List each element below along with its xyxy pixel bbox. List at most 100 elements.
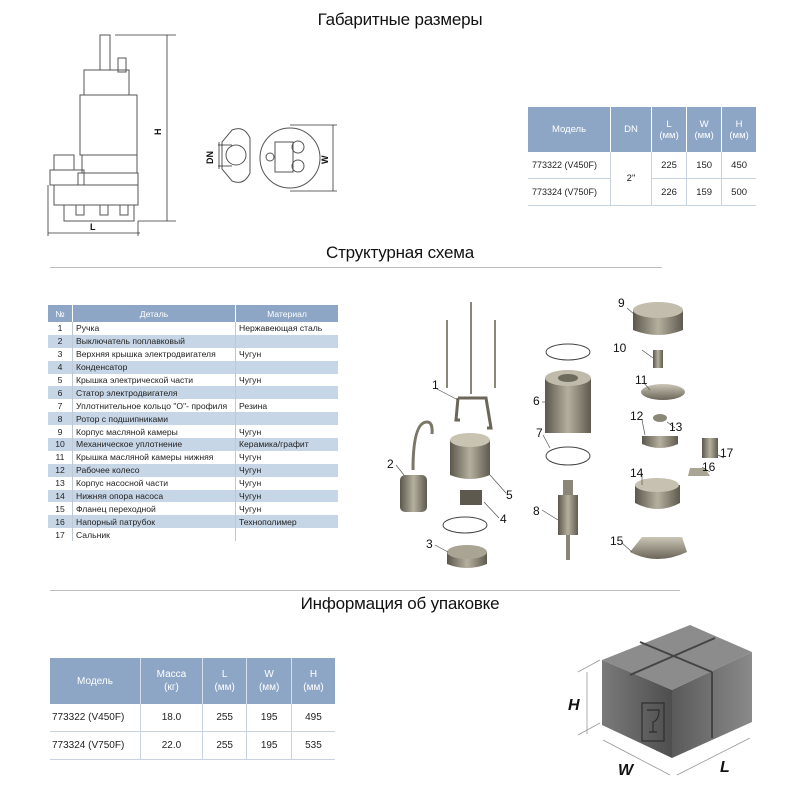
cell-w: 195: [246, 704, 292, 732]
part-4-capacitor: [460, 490, 482, 505]
cell-mass: 22.0: [140, 731, 203, 760]
cell-part: Ручка: [72, 322, 236, 335]
cell-material: Чугун: [235, 502, 338, 516]
cell-number: 13: [48, 476, 73, 490]
part-14-bottom-support: [630, 537, 687, 559]
cell-number: 1: [48, 322, 73, 335]
cell-model: 773324 (V750F): [50, 731, 141, 760]
header-h-unit: (мм): [303, 682, 324, 693]
cell-w: 159: [686, 178, 723, 206]
header-l: L(мм): [202, 658, 248, 704]
header-w-label: W: [264, 669, 274, 680]
callout-7: 7: [536, 426, 543, 440]
section-divider: [50, 590, 680, 591]
callout-13: 13: [669, 420, 683, 434]
callout-11: 11: [635, 373, 648, 387]
structure-section-title: Структурная схема: [326, 243, 474, 262]
cell-part: Статор электродвигателя: [72, 386, 236, 400]
cell-number: 6: [48, 386, 73, 400]
dimensions-section-title: Габаритные размеры: [317, 10, 483, 29]
callout-17: 17: [720, 446, 734, 460]
cell-material: [235, 334, 338, 348]
part-1-handle: [454, 396, 493, 430]
header-mass-label: Масса: [156, 669, 187, 680]
cell-material: [235, 360, 338, 374]
width-dimension-label: W: [320, 155, 330, 164]
cell-part: Выключатель поплавковый: [72, 334, 236, 348]
section-divider: [50, 267, 662, 268]
part-16-discharge-pipe: [702, 438, 718, 458]
header-l: L(мм): [651, 107, 688, 152]
cell-part: Напорный патрубок: [72, 515, 236, 529]
header-l-unit: (мм): [214, 682, 235, 693]
header-number: №: [48, 305, 73, 322]
box-height-label: H: [568, 697, 580, 714]
cell-model: 773322 (V450F): [50, 704, 141, 732]
header-part: Деталь: [72, 305, 236, 322]
callout-2: 2: [387, 457, 394, 471]
cell-l: 255: [202, 731, 248, 760]
part-2-float-switch: [400, 420, 434, 512]
callout-3: 3: [426, 537, 433, 551]
cell-part: Корпус насосной части: [72, 476, 236, 490]
header-mass: Масса (кг): [140, 658, 203, 704]
header-w-unit: (мм): [258, 682, 280, 693]
fragile-glass-icon: [641, 702, 665, 742]
length-dimension-label: L: [90, 222, 96, 232]
cell-part: Уплотнительное кольцо "О"- профиля: [72, 399, 236, 413]
part-8-rotor: [558, 480, 578, 560]
part-6-stator: [545, 343, 591, 433]
dn-dimension-label: DN: [205, 151, 215, 164]
part-5-electrical-cover: [450, 433, 490, 479]
cell-h: 450: [721, 152, 756, 179]
header-h: H(мм): [291, 658, 335, 704]
callout-6: 6: [533, 394, 540, 408]
callout-5: 5: [506, 488, 513, 502]
cell-part: Ротор с подшипниками: [72, 412, 236, 426]
cell-material: Чугун: [235, 489, 338, 503]
packaging-section-title: Информация об упаковке: [300, 594, 500, 613]
cell-number: 8: [48, 412, 73, 426]
header-w: W (мм): [246, 658, 292, 704]
table-row: 773322 (V450F) 18.0 255 195 495: [50, 704, 335, 732]
cell-material: Чугун: [235, 450, 338, 464]
cell-h: 495: [291, 704, 335, 732]
packaging-table: Модель Масса(кг) L(мм) W(мм) H(мм) 77332…: [50, 658, 335, 760]
cell-l: 225: [651, 152, 688, 179]
cell-part: Конденсатор: [72, 360, 236, 374]
header-mass-unit: (кг): [164, 682, 179, 693]
parts-table-header: № Деталь Материал: [48, 305, 338, 322]
cell-part: Крышка электрической части: [72, 373, 236, 387]
cell-number: 15: [48, 502, 73, 516]
callout-4: 4: [500, 512, 507, 526]
pump-top-view-drawing: DN W: [205, 124, 337, 192]
cell-number: 17: [48, 528, 73, 542]
table-row: 773322 (V450F) 2" 225 150 450: [528, 152, 756, 206]
cell-w: 195: [246, 731, 292, 760]
cell-h: 535: [291, 731, 335, 760]
cell-l: 255: [202, 704, 248, 732]
cell-material: [235, 412, 338, 426]
part-9-oil-chamber-housing: [633, 302, 683, 335]
header-w-unit: (мм): [694, 129, 714, 141]
cell-material: Резина: [235, 399, 338, 413]
cell-material: Чугун: [235, 373, 338, 387]
cell-mass: 18.0: [140, 704, 203, 732]
header-dn: DN: [610, 107, 652, 152]
callout-12: 12: [630, 409, 644, 423]
cell-number: 9: [48, 425, 73, 439]
cell-material: Керамика/графит: [235, 438, 338, 451]
callout-16: 16: [702, 460, 716, 474]
cell-dn: 2": [610, 152, 652, 206]
part-3-top-motor-cover: [447, 545, 487, 568]
